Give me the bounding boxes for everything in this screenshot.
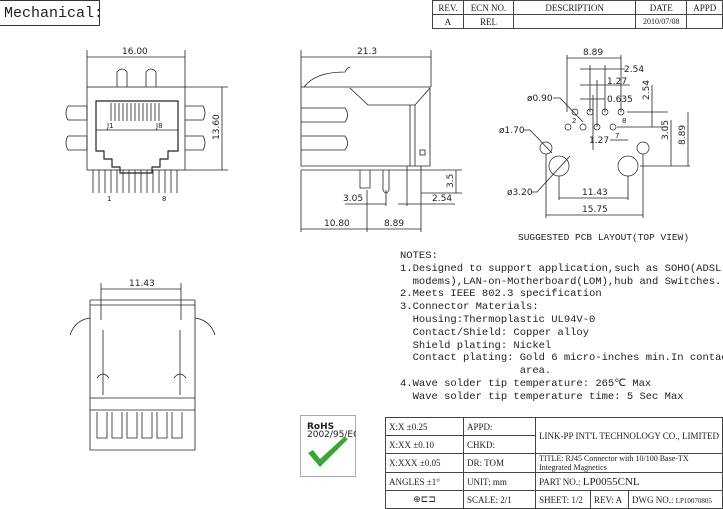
- chkd-field: CHKD:: [463, 435, 537, 454]
- note-line: 1.Designed to support application,such a…: [400, 262, 722, 275]
- pcb-d889-v: 8.89: [678, 125, 688, 145]
- pcb-d305: 3.05: [661, 120, 671, 140]
- notes: NOTES:1.Designed to support application,…: [400, 250, 723, 404]
- tolerance-x: X:X ±0.25: [384, 417, 465, 436]
- drawing-title: RJ45 Connector with 10/100 Base-TX Integ…: [539, 454, 689, 472]
- pcb-d254: 2.54: [624, 65, 644, 75]
- ecn-cell: REL: [462, 14, 515, 29]
- note-line: Housing:Thermoplastic UL94V-0: [400, 313, 596, 326]
- rohs-text: RoHS: [307, 422, 334, 432]
- note-line: Contact/Shield: Copper alloy: [400, 326, 590, 339]
- dwg-number: LP10070805: [675, 496, 712, 505]
- pcb-d1575: 15.75: [582, 205, 608, 215]
- side-d305-dim: 3.05: [343, 194, 363, 204]
- drawn-by-field: DR: TOM: [463, 453, 537, 473]
- part-number: LP0055CNL: [582, 475, 640, 488]
- appd-field: APPD:: [463, 417, 537, 436]
- tolerance-xxx: X:XXX ±0.05: [384, 453, 465, 473]
- pcb-pin8: 8: [622, 117, 626, 125]
- section-title: Mechanical:: [0, 0, 103, 26]
- note-line: Shield plating: Nickel: [400, 339, 552, 352]
- bottom-width-dim: 11.43: [129, 279, 155, 289]
- side-d35-dim: 3.5: [446, 174, 456, 188]
- pcb-d0635: 0.635: [607, 95, 633, 105]
- pcb-d127: 1.27: [607, 77, 627, 87]
- scale-value: 2/1: [500, 494, 512, 505]
- scale-label: SCALE:: [467, 494, 499, 505]
- rev-value: A: [615, 494, 623, 505]
- rohs-sub: 2002/95/EC: [307, 430, 356, 440]
- j8-label: J8: [155, 122, 163, 130]
- part-no-label: PART NO.:: [539, 476, 581, 487]
- tolerance-angles: ANGLES ±1°: [384, 472, 465, 491]
- j1-label: J1: [106, 122, 114, 130]
- pcb-d1143: 11.43: [582, 188, 608, 198]
- title-label: TITLE:: [539, 454, 564, 463]
- side-length-dim: 21.3: [357, 47, 377, 57]
- company-name: LINK-PP INT'L TECHNOLOGY CO., LIMITED: [535, 417, 723, 454]
- note-line: Wave solder tip temperature time: 5 Sec …: [400, 390, 684, 403]
- pcb-caption: SUGGESTED PCB LAYOUT(TOP VIEW): [518, 232, 689, 243]
- side-view: 21.3 3.5 3.05 2.54 10.80 8.89: [300, 47, 462, 232]
- front-width-dim: 16.00: [122, 47, 148, 57]
- note-line: 3.Connector Materials:: [400, 301, 539, 314]
- notes-heading: NOTES:: [400, 250, 438, 262]
- dwg-label: DWG NO.:: [631, 494, 674, 505]
- side-d254-dim: 2.54: [432, 194, 452, 204]
- side-d889-dim: 8.89: [384, 219, 404, 229]
- appd-cell: [686, 14, 723, 29]
- date-cell: 2010/07/08: [635, 14, 688, 29]
- projection-symbol: ⊕⊏⊐: [384, 490, 465, 509]
- sheet-value: 1/2: [571, 494, 583, 505]
- sheet-label: SHEET:: [539, 494, 570, 505]
- tolerance-xx: X:XX ±0.10: [384, 435, 465, 454]
- pin1-label: 1: [107, 195, 111, 203]
- unit-field: UNIT: mm: [463, 472, 537, 491]
- bottom-view: 11.43: [69, 279, 216, 451]
- pcb-hole170: ø1.70: [499, 126, 525, 136]
- pcb-d127-b: 1.27: [589, 136, 609, 146]
- side-d1080-dim: 10.80: [324, 219, 350, 229]
- note-line: 2.Meets IEEE 802.3 specification: [400, 288, 602, 301]
- pcb-d254-v: 2.54: [642, 80, 652, 100]
- revision-table: REV. ECN NO. DESCRIPTION DATE APPD A REL…: [432, 0, 723, 29]
- rev-label: REV:: [594, 494, 614, 505]
- rohs-logo: RoHS 2002/95/EC: [300, 415, 356, 477]
- rev-cell: A: [432, 14, 464, 29]
- front-height-dim: 13.60: [212, 114, 222, 140]
- pcb-pin2: 2: [572, 117, 576, 125]
- note-line: 4.Wave solder tip temperature: 265℃ Max: [400, 377, 652, 390]
- note-line: modems),LAN-on-Motherboard(LOM),hub and …: [400, 275, 722, 288]
- title-block: X:X ±0.25 APPD: LINK-PP INT'L TECHNOLOGY…: [384, 417, 723, 509]
- pcb-layout: 8.89 2.54 1.27 0.635 2.54 2 8 7 ø0.90 ø1…: [499, 48, 690, 243]
- note-line: Contact plating: Gold 6 micro-inches min…: [400, 352, 723, 365]
- pin8-label: 8: [162, 195, 166, 203]
- pcb-hole320: ø3.20: [507, 188, 533, 198]
- front-view: 16.00 J1 J8 1 8 13.60: [65, 47, 228, 203]
- pcb-hole090: ø0.90: [527, 94, 553, 104]
- pcb-d889-top: 8.89: [583, 48, 603, 58]
- projection-icon: ⊕⊏⊐: [413, 494, 436, 504]
- check-icon: [308, 437, 348, 467]
- pcb-pin7: 7: [615, 132, 619, 140]
- note-line: area.: [400, 365, 552, 378]
